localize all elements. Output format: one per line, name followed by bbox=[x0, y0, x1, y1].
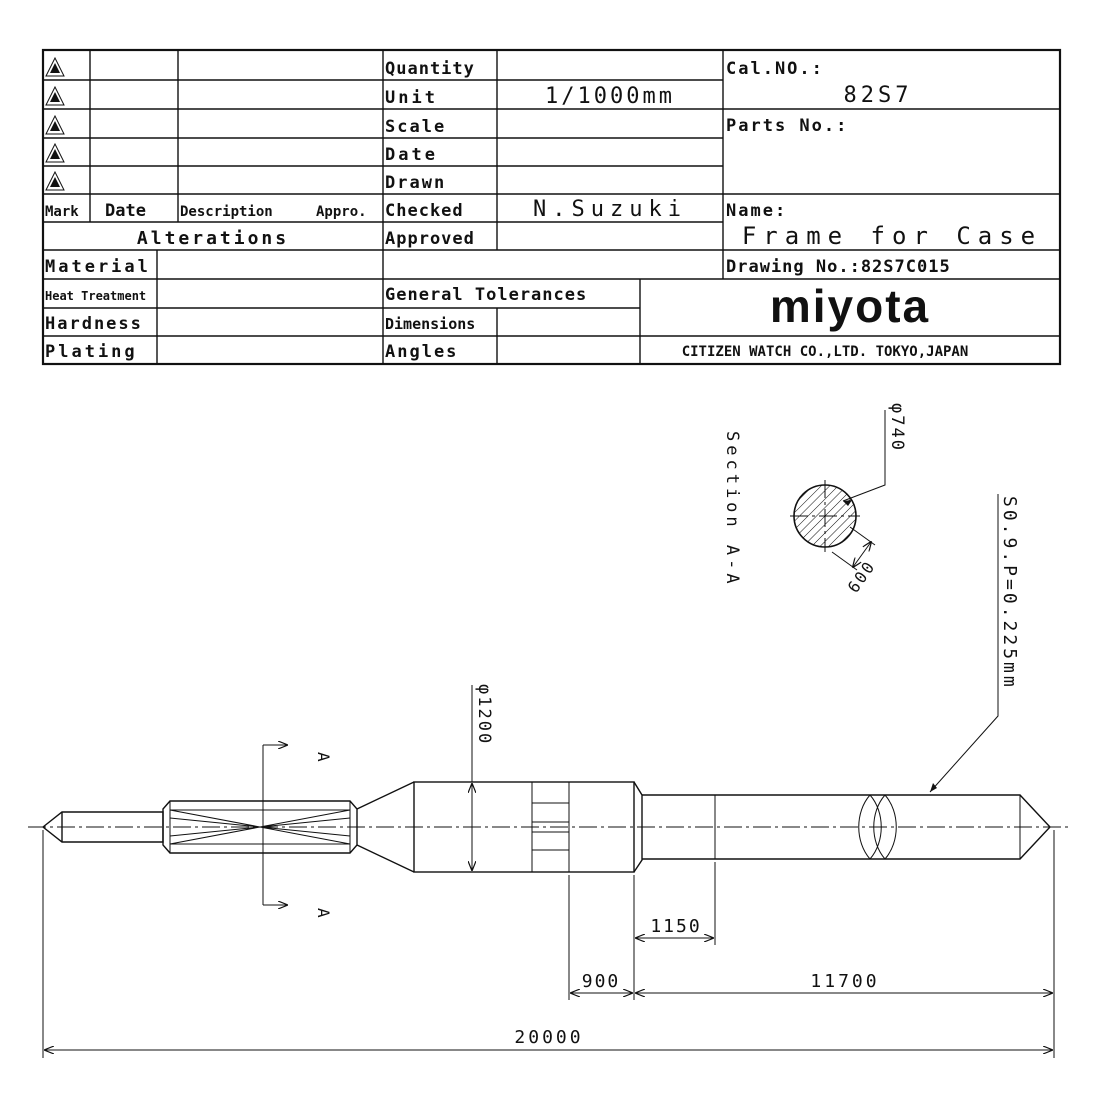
revision-mark-icon bbox=[45, 56, 65, 191]
diameter-leader bbox=[842, 410, 886, 502]
unit-label: Unit bbox=[385, 88, 438, 108]
quantity-label: Quantity bbox=[385, 59, 475, 79]
drawn-label: Drawn bbox=[385, 173, 446, 193]
section-diameter-label: φ740 bbox=[887, 403, 907, 452]
alterations-label: Alterations bbox=[137, 228, 289, 249]
dim-11700: 11700 bbox=[810, 971, 879, 992]
main-cylinder bbox=[413, 781, 635, 873]
company-name: CITIZEN WATCH CO.,LTD. TOKYO,JAPAN bbox=[682, 344, 969, 360]
date-label: Date bbox=[385, 145, 438, 165]
checked-label: Checked bbox=[385, 201, 464, 221]
heat-treatment-label: Heat Treatment bbox=[45, 289, 146, 303]
approved-label: Approved bbox=[385, 229, 475, 249]
dimensions-label: Dimensions bbox=[385, 315, 475, 333]
miyota-logo: miyota bbox=[770, 280, 930, 332]
thread-note-label: S0.9.P=0.225mm bbox=[999, 496, 1020, 690]
name-value: Frame for Case bbox=[742, 222, 1042, 250]
checked-value: N.Suzuki bbox=[533, 197, 687, 222]
rev-description-header: Description bbox=[180, 204, 273, 220]
name-label: Name: bbox=[726, 201, 787, 221]
section-flat-label: 600 bbox=[844, 557, 880, 596]
hardness-label: Hardness bbox=[45, 314, 143, 334]
unit-value: 1/1000mm bbox=[545, 84, 675, 109]
rev-approved-header: Appro. bbox=[316, 204, 367, 220]
cal-no-label: Cal.NO.: bbox=[726, 59, 824, 79]
parts-no-label: Parts No.: bbox=[726, 116, 848, 136]
right-shaft bbox=[642, 794, 1051, 860]
diameter-label: φ1200 bbox=[474, 684, 494, 745]
title-block: Mark Date Description Appro. Alterations… bbox=[41, 48, 1062, 366]
rev-mark-header: Mark bbox=[45, 204, 79, 220]
dim-900: 900 bbox=[582, 971, 621, 992]
dim-20000: 20000 bbox=[514, 1027, 583, 1048]
thread-note: S0.9.P=0.225mm bbox=[929, 494, 1020, 793]
material-label: Material bbox=[45, 257, 151, 277]
scale-label: Scale bbox=[385, 117, 446, 137]
dimension-lines: 1150 900 11700 20000 bbox=[42, 830, 1055, 1058]
cal-no-value: 82S7 bbox=[844, 83, 913, 108]
dim-1150: 1150 bbox=[650, 916, 701, 937]
plating-label: Plating bbox=[45, 342, 138, 362]
section-label: Section A-A bbox=[722, 431, 742, 588]
section-cut-marker: A A bbox=[262, 745, 333, 918]
drawing-no: Drawing No.:82S7C015 bbox=[726, 257, 951, 277]
angles-label: Angles bbox=[385, 342, 458, 362]
rev-date-header: Date bbox=[105, 201, 146, 221]
section-marker-top: A bbox=[314, 752, 333, 762]
section-marker-bottom: A bbox=[314, 908, 333, 918]
general-tolerances-label: General Tolerances bbox=[385, 285, 587, 305]
shaft-drawing: φ1200 A A bbox=[28, 684, 1072, 918]
section-view: Section A-A φ740 600 bbox=[722, 403, 907, 596]
cone bbox=[356, 781, 415, 873]
